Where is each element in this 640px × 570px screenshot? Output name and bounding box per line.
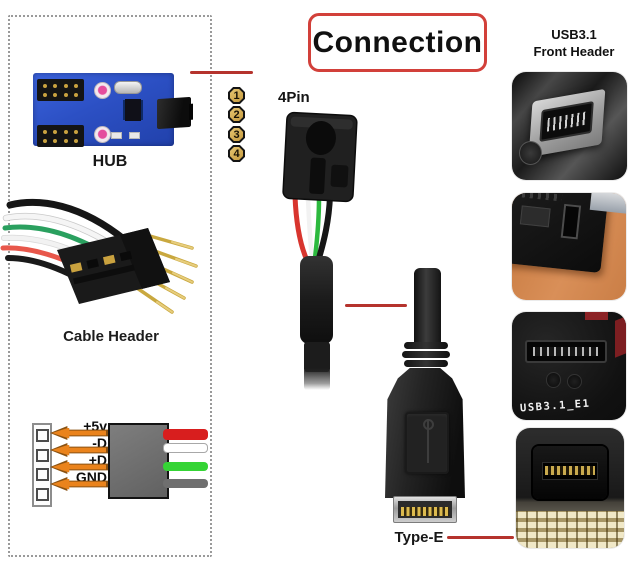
capacitor: [518, 141, 542, 165]
hub-label: HUB: [92, 153, 128, 170]
hub-pin-header-top: [37, 79, 84, 101]
hub-capacitor: [94, 126, 111, 143]
hub-board-photo: [33, 70, 193, 150]
photo-usb31-e1-header: USB3.1_E1: [512, 312, 626, 420]
connector-line-hub: [190, 71, 253, 74]
header-pins: [547, 110, 588, 132]
page-title: Connection: [312, 25, 483, 59]
title-box: Connection: [308, 13, 487, 72]
type-e-metal-tip: [393, 496, 457, 523]
type-e-gold-pins: [401, 507, 449, 516]
arrow-left-icon: [50, 426, 108, 440]
silkscreen-label: USB3.1_E1: [519, 398, 591, 415]
four-pin-connector-photo: [282, 111, 358, 390]
type-e-cable: [414, 268, 441, 344]
wire-red: [163, 429, 208, 440]
arrow-left-icon: [50, 460, 108, 474]
photo-motherboard-type-e-header: [512, 193, 626, 300]
hub-crystal-oscillator: [114, 81, 142, 94]
type-e-socket: [533, 446, 607, 499]
cable-header-label: Cable Header: [63, 328, 159, 345]
hub-side-connector: [157, 96, 191, 130]
right-column-heading: USB3.1 Front Header: [520, 27, 628, 61]
connector-block: [108, 423, 169, 499]
red-accent: [584, 312, 608, 320]
hub-ic-chip: [125, 99, 141, 121]
gold-contacts: [545, 466, 595, 476]
usb-logo-emboss: [405, 412, 449, 474]
hub-smd-pad: [129, 132, 140, 139]
socket-slot: [542, 461, 598, 480]
wire-white: [163, 443, 208, 453]
pin-number-badge-4: 4: [228, 145, 245, 162]
type-e-connector-photo: [378, 264, 472, 526]
smd-row: [521, 193, 563, 202]
connector-line-cable: [345, 304, 407, 307]
four-pin-label: 4Pin: [278, 89, 310, 106]
type-e-label: Type-E: [394, 529, 444, 546]
capacitor: [546, 372, 561, 388]
header-slot: [540, 100, 595, 142]
capacitor: [566, 373, 582, 389]
arrow-left-icon: [50, 443, 108, 457]
photo-usb31-front-header-bw: [512, 72, 627, 180]
hub-smd-pad: [111, 132, 122, 139]
connector-line-type-e: [447, 536, 514, 539]
wire-green: [163, 462, 208, 471]
chip: [520, 206, 551, 229]
red-accent: [614, 315, 626, 358]
pin-number-badge-3: 3: [228, 126, 245, 143]
type-e-header-slot: [560, 203, 582, 241]
photo-type-e-socket-closeup: [516, 428, 624, 548]
arrow-left-icon: [50, 477, 108, 491]
wire-gray: [163, 479, 208, 488]
type-e-header-slot: [524, 340, 607, 363]
cable-header-photo: [0, 198, 198, 314]
crimp-pin-row: [516, 510, 624, 548]
heading-line1: USB3.1: [551, 27, 597, 42]
hub-capacitor: [94, 82, 111, 99]
dashed-group-border: [8, 15, 212, 557]
heading-line2: Front Header: [533, 43, 615, 59]
type-e-strain-relief: [402, 342, 450, 370]
pin-number-badge-1: 1: [228, 87, 245, 104]
pinout-diagram: +5v -D +D GND: [25, 416, 215, 507]
type-e-slot: [398, 501, 452, 518]
pin-number-badge-2: 2: [228, 106, 245, 123]
header-pins: [532, 347, 599, 356]
hub-pin-header-bottom: [37, 125, 84, 147]
